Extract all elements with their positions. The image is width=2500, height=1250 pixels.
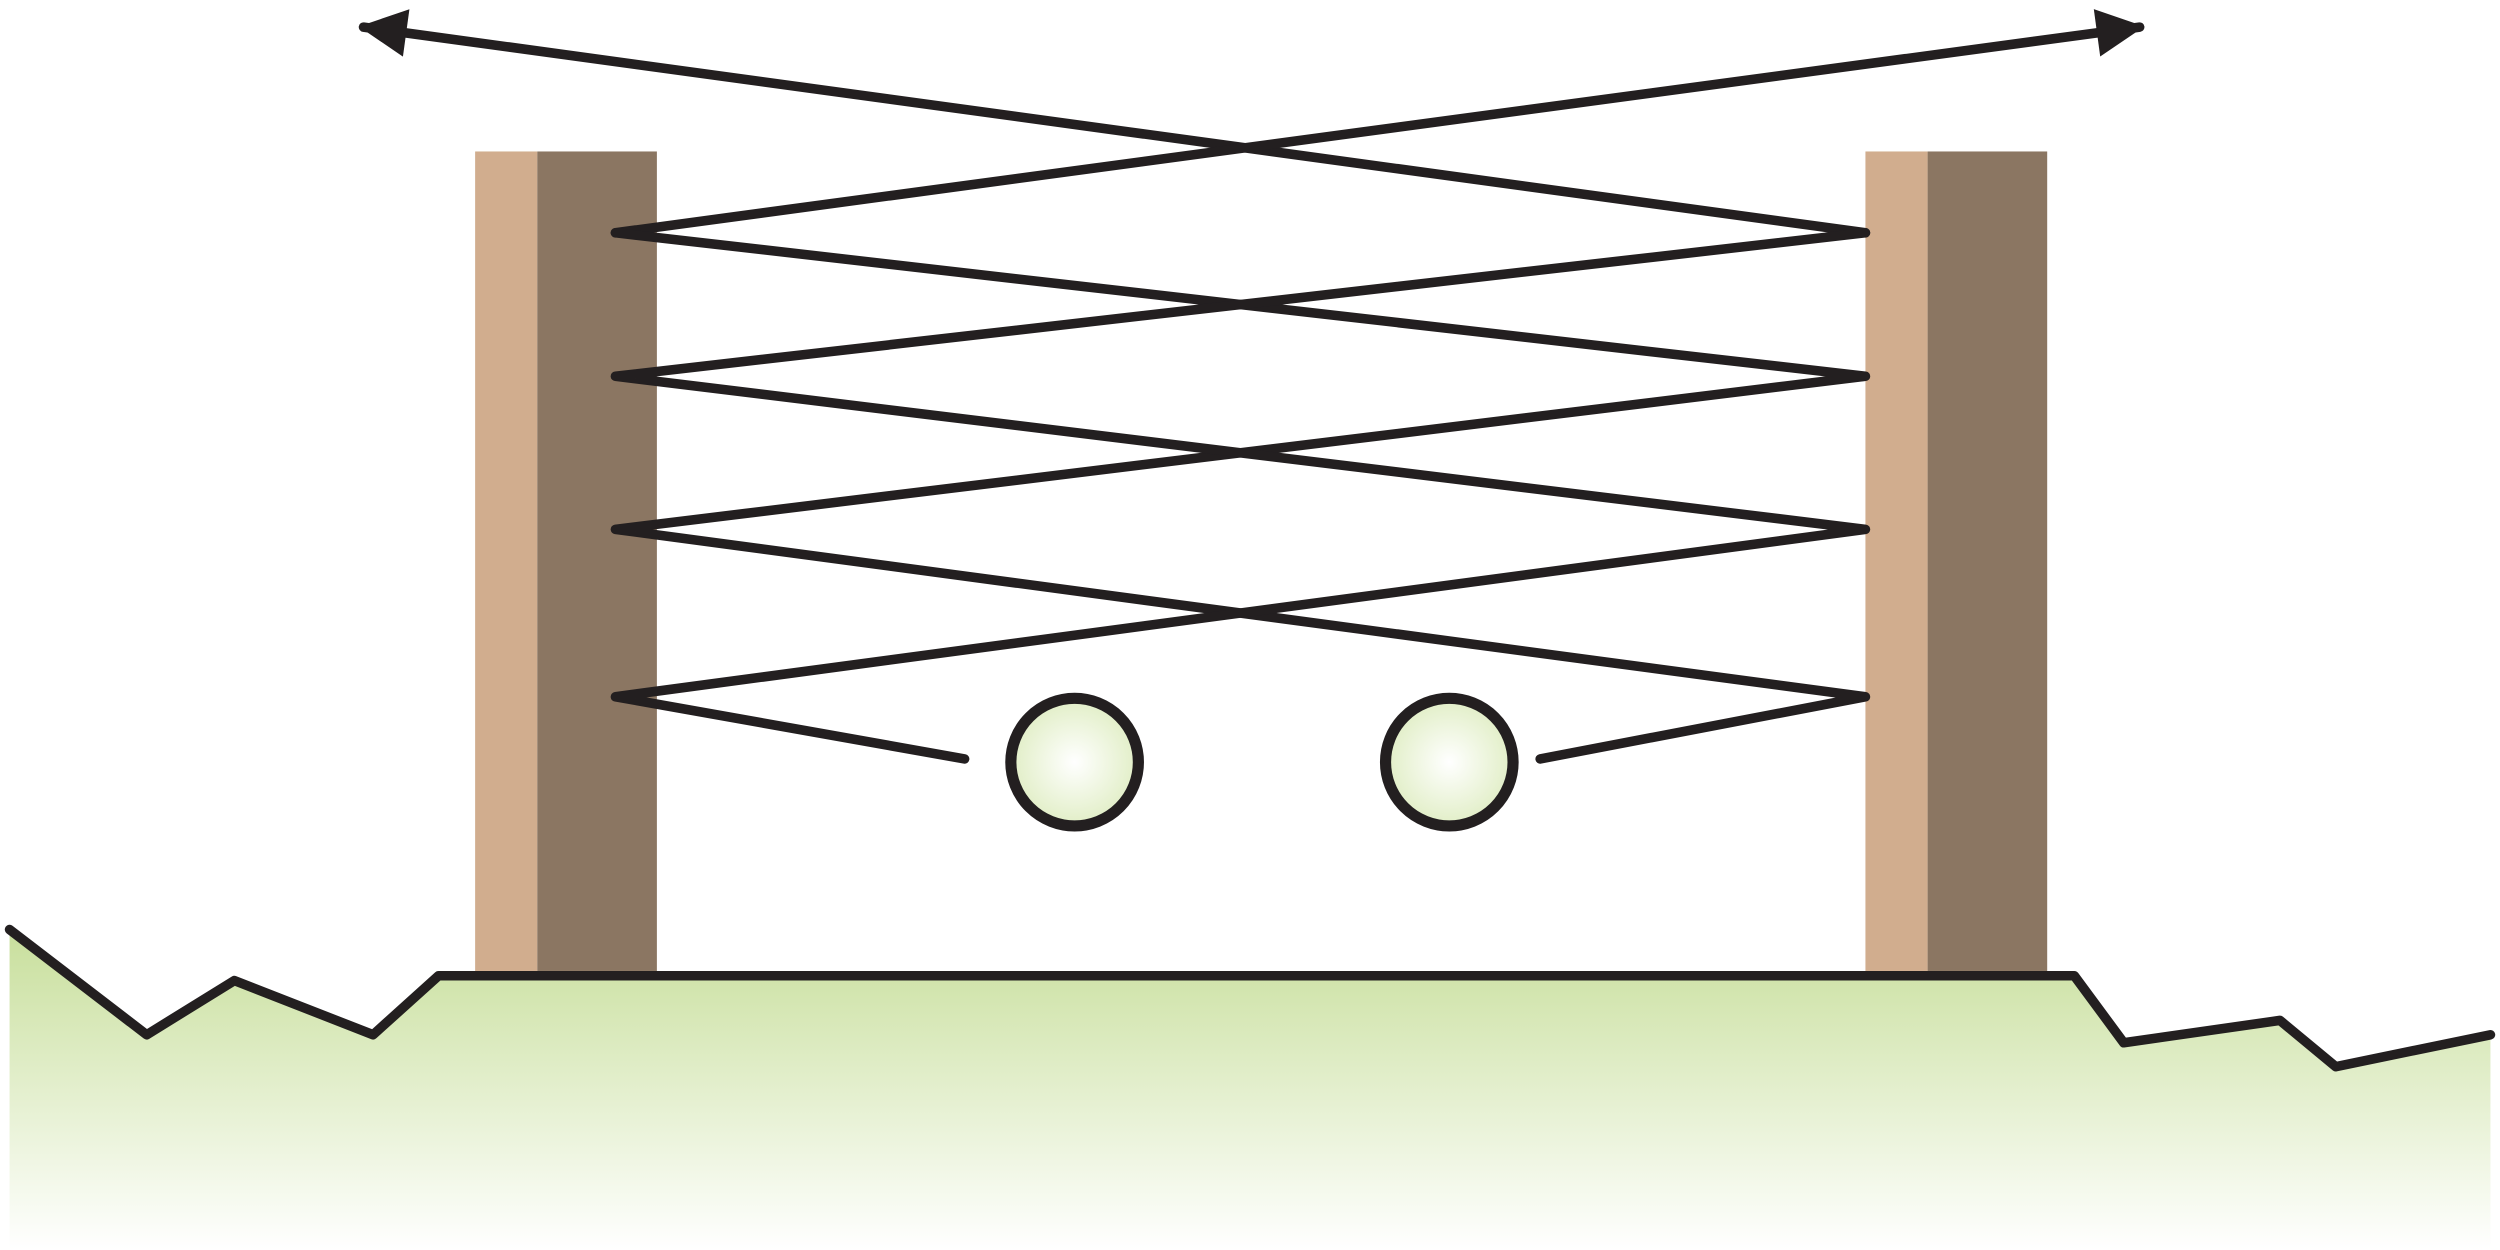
wire-arrow-left (358, 9, 1871, 238)
insulator-right (1379, 692, 1519, 832)
wire-strand-a (610, 227, 1871, 764)
wire-strand-b (610, 227, 1871, 764)
insulator-left (1005, 692, 1144, 832)
wire-arrow-right (610, 9, 2145, 238)
insulators (1005, 692, 1519, 832)
zigzag-wire (358, 9, 2145, 764)
ground-fill (9, 929, 2491, 1250)
ground (4, 924, 2496, 1250)
ground-line (4, 924, 2496, 1072)
left-post (475, 151, 657, 971)
right-post (1865, 151, 2048, 971)
